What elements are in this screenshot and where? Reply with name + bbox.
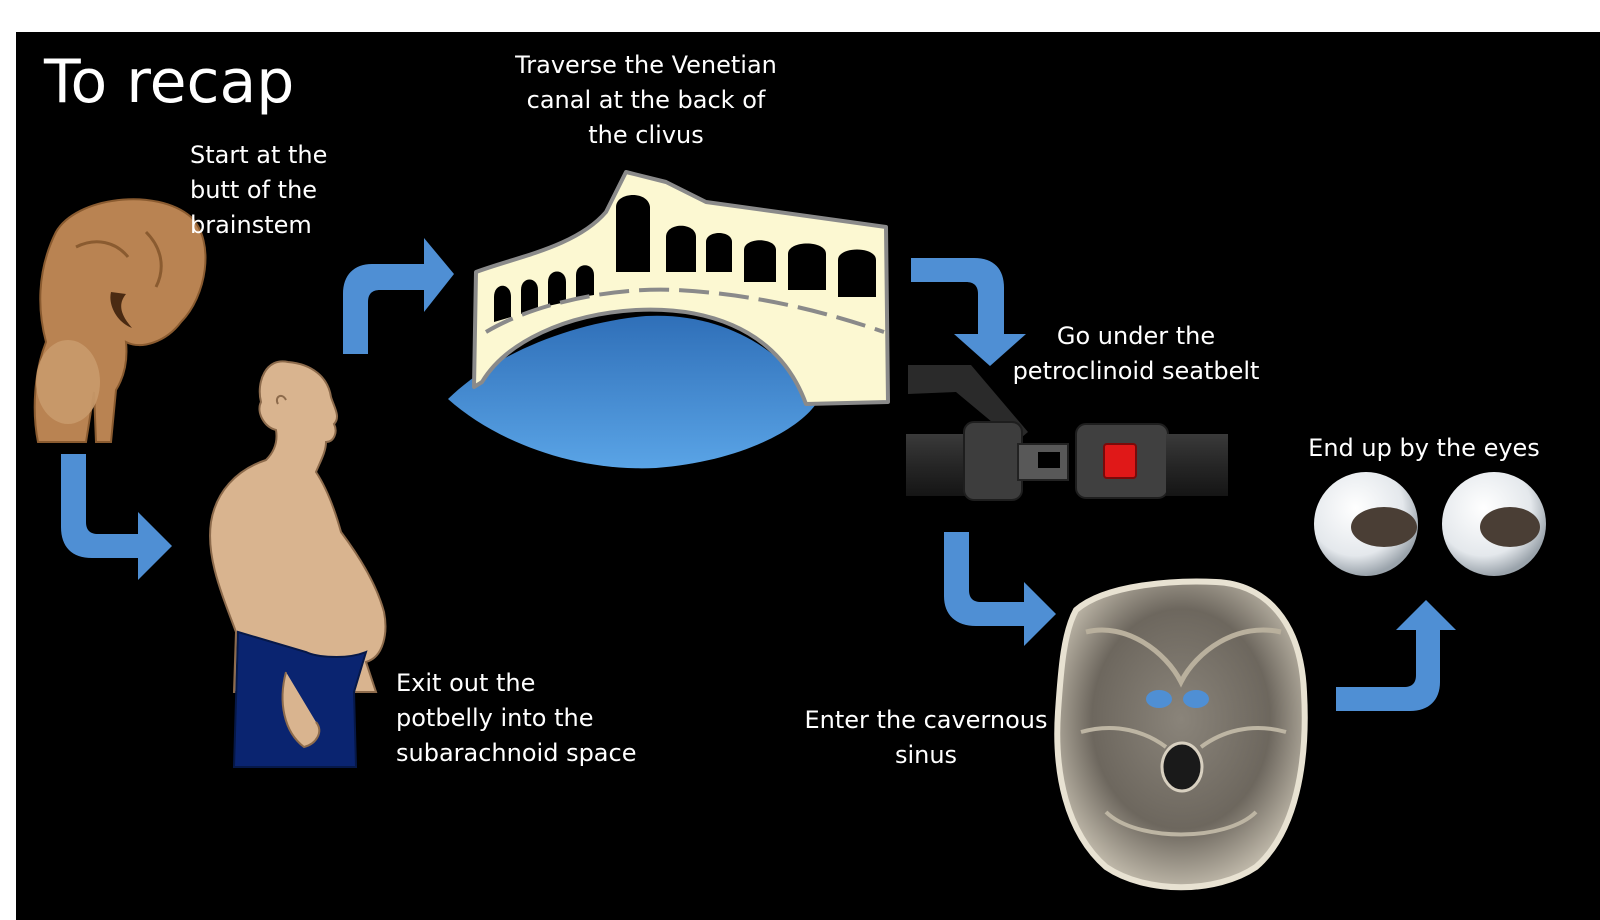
skull-base-icon	[1054, 578, 1308, 891]
caption-start: Start at the butt of the brainstem	[190, 141, 328, 239]
caption-enter: Enter the cavernous sinus	[804, 706, 1048, 769]
brainstem-figure-icon	[33, 198, 207, 443]
caption-end: End up by the eyes	[1308, 434, 1540, 462]
seatbelt-buckle-icon	[906, 365, 1228, 501]
eyes-icon	[1314, 472, 1546, 576]
potbelly-man-icon	[209, 360, 387, 768]
slide-title: To recap	[44, 47, 295, 117]
diagram-artwork	[33, 170, 1546, 891]
curved-arrow-icon	[61, 238, 1456, 711]
caption-under: Go under the petroclinoid seatbelt	[1012, 322, 1260, 385]
caption-exit: Exit out the potbelly into the subarachn…	[396, 669, 637, 767]
slide: To recap Start at the butt of the brains…	[16, 32, 1600, 920]
caption-traverse: Traverse the Venetian canal at the back …	[515, 51, 777, 149]
rialto-bridge-icon	[448, 170, 890, 469]
